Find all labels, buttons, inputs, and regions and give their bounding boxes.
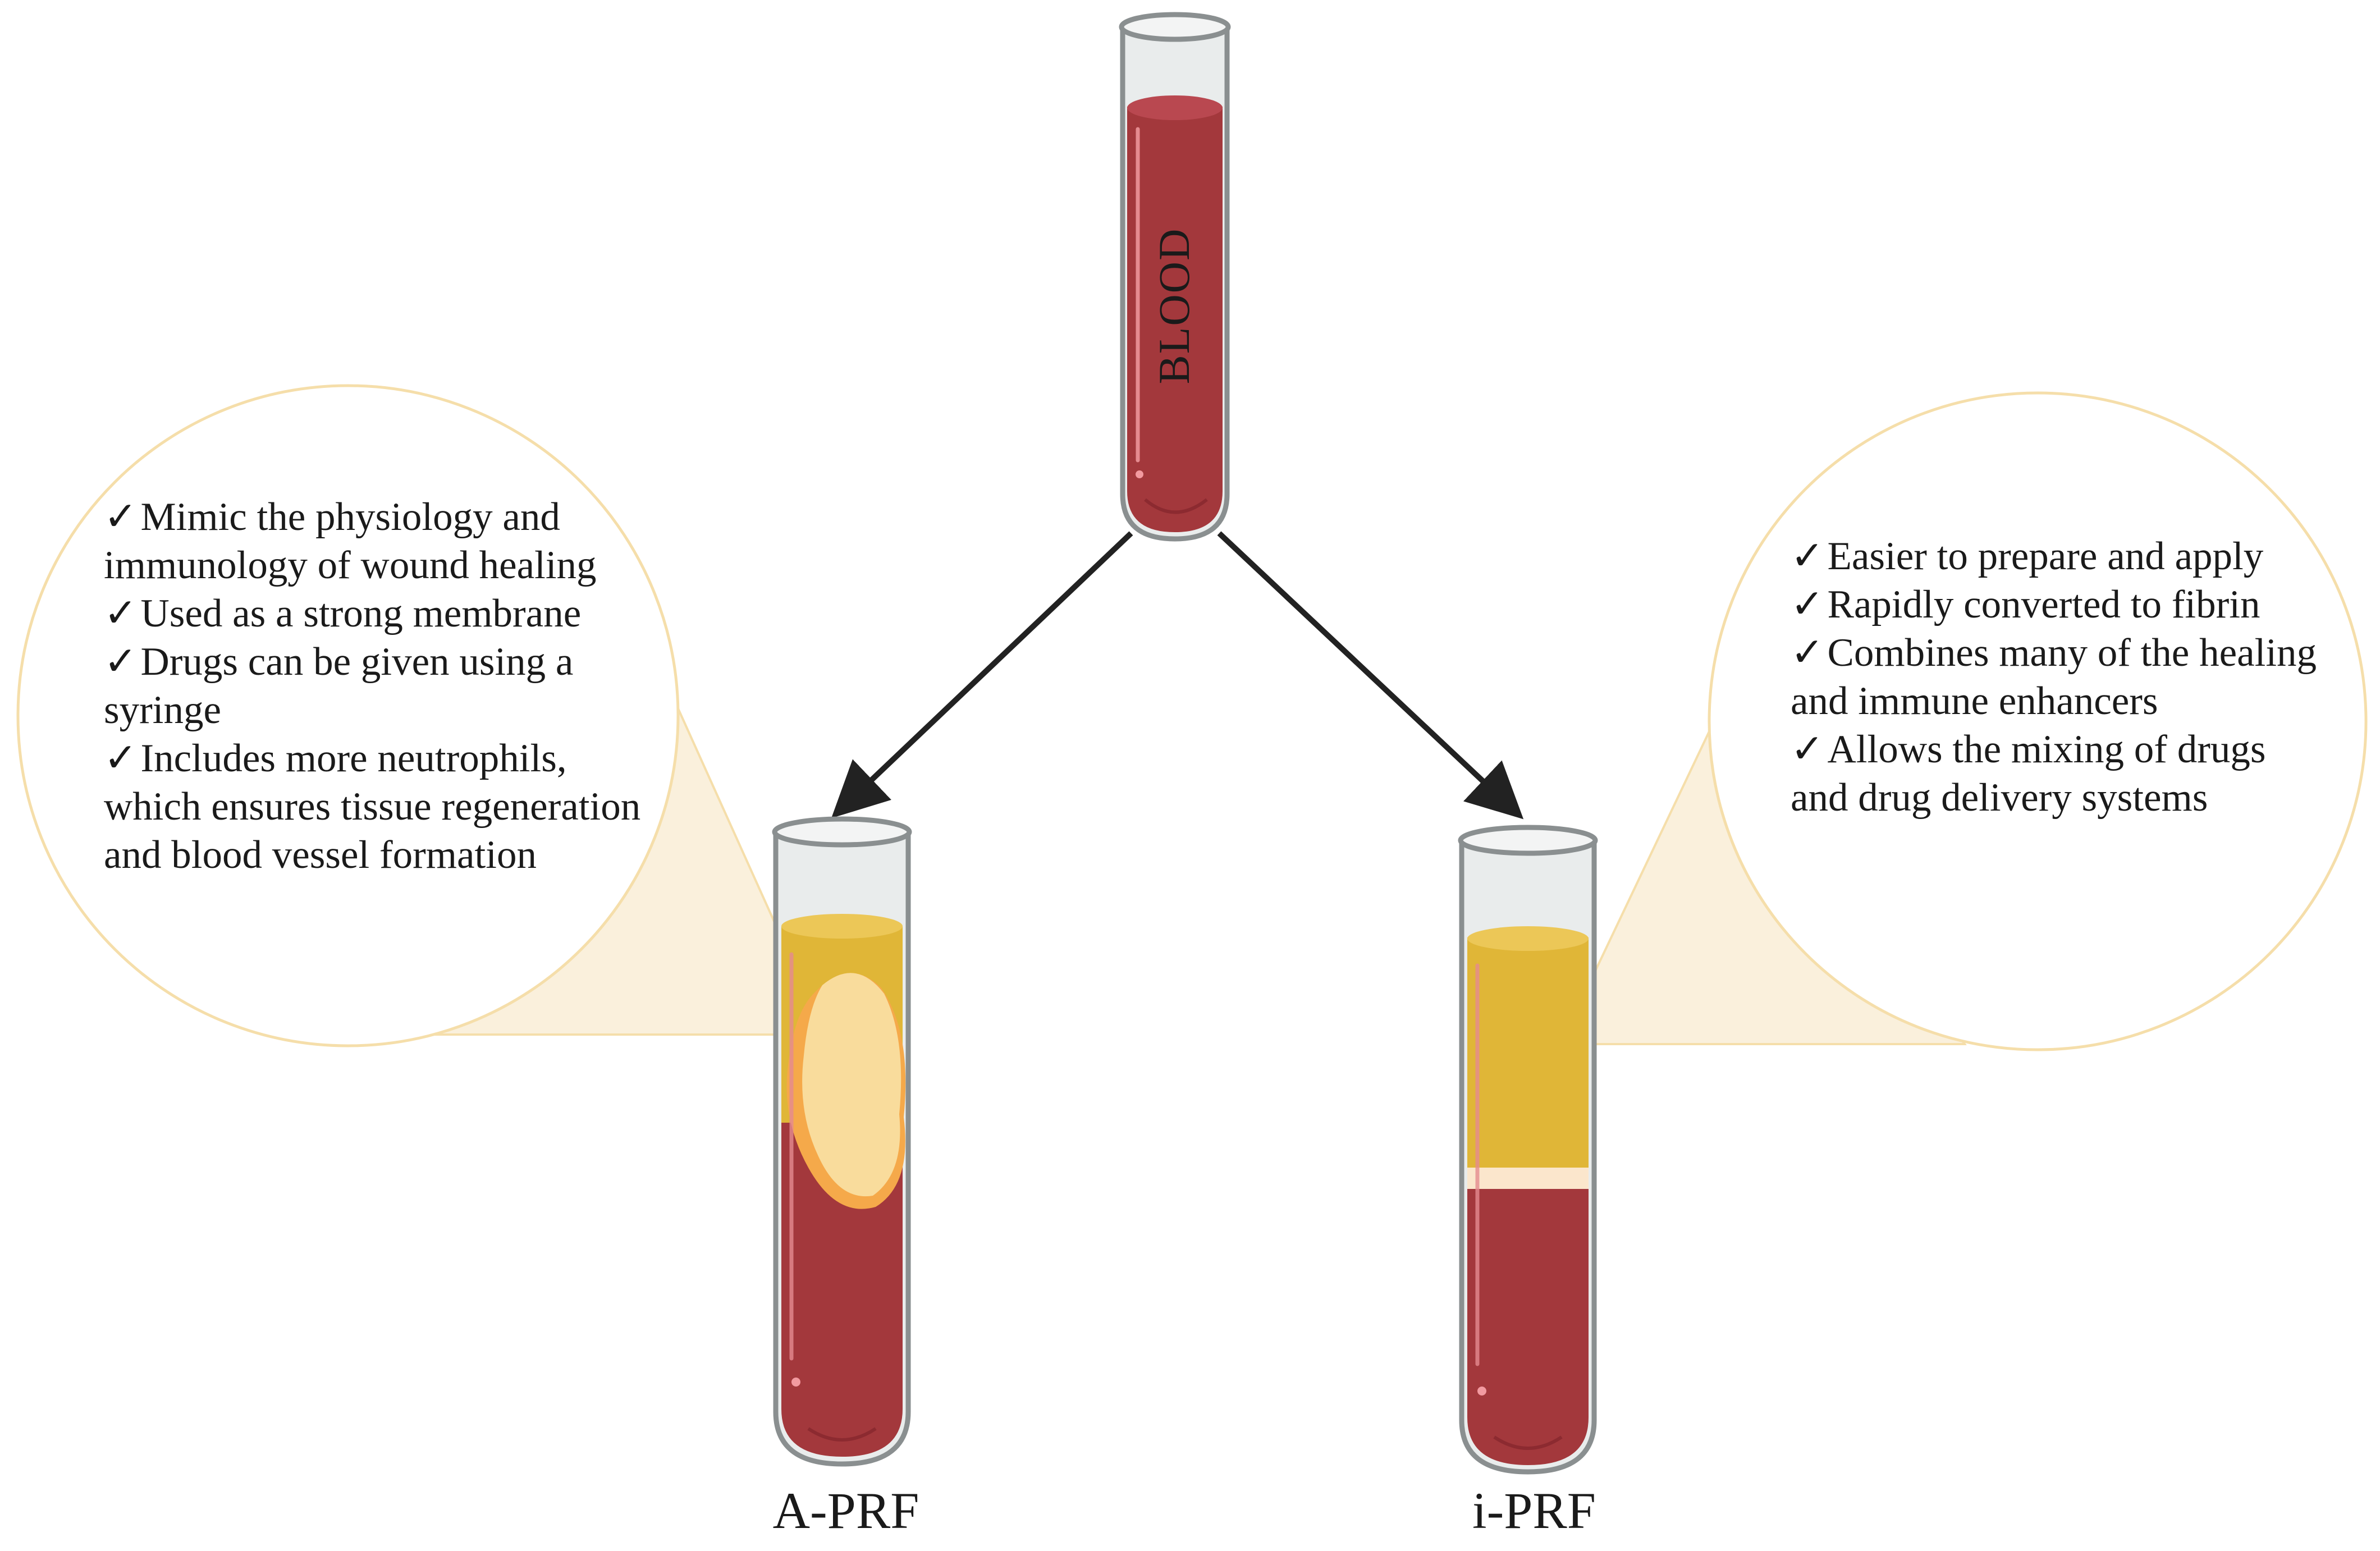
i-prf-benefits-list: ✓Easier to prepare and apply ✓Rapidly co… bbox=[1791, 532, 2329, 822]
a-prf-benefits-list: ✓Mimic the physiology and immunology of … bbox=[104, 493, 654, 879]
a-prf-benefit: ✓Used as a strong membrane bbox=[104, 592, 582, 635]
check-icon: ✓ bbox=[1791, 728, 1824, 771]
a-prf-benefit: ✓Includes more neutrophils, which ensure… bbox=[104, 736, 641, 877]
i-prf-benefit: ✓Easier to prepare and apply bbox=[1791, 534, 2264, 578]
i-prf-bubble bbox=[1708, 391, 2368, 1051]
check-icon: ✓ bbox=[1791, 583, 1824, 626]
i-prf-label: i-PRF bbox=[1472, 1482, 1596, 1539]
a-prf-benefit: ✓Drugs can be given using a syringe bbox=[104, 640, 574, 732]
i-prf-benefit: ✓Combines many of the healing and immune… bbox=[1791, 631, 2317, 723]
blood-tube bbox=[1119, 12, 1231, 542]
i-prf-benefit: ✓Rapidly converted to fibrin bbox=[1791, 583, 2260, 626]
check-icon: ✓ bbox=[104, 736, 138, 780]
a-prf-bubble bbox=[16, 384, 680, 1047]
check-icon: ✓ bbox=[104, 592, 138, 635]
a-prf-tube bbox=[772, 816, 912, 1467]
i-prf-tube bbox=[1458, 825, 1598, 1475]
a-prf-label: A-PRF bbox=[772, 1482, 919, 1539]
check-icon: ✓ bbox=[104, 640, 138, 684]
check-icon: ✓ bbox=[1791, 534, 1824, 578]
blood-tube-label: BLOOD bbox=[1150, 227, 1198, 385]
check-icon: ✓ bbox=[104, 495, 138, 539]
arrow-to-a-prf bbox=[831, 531, 1133, 818]
i-prf-benefit: ✓Allows the mixing of drugs and drug del… bbox=[1791, 728, 2266, 820]
check-icon: ✓ bbox=[1791, 631, 1824, 675]
buffy-coat-layer bbox=[1467, 1168, 1589, 1189]
arrow-to-i-prf bbox=[1217, 531, 1524, 820]
a-prf-benefit: ✓Mimic the physiology and immunology of … bbox=[104, 495, 597, 587]
